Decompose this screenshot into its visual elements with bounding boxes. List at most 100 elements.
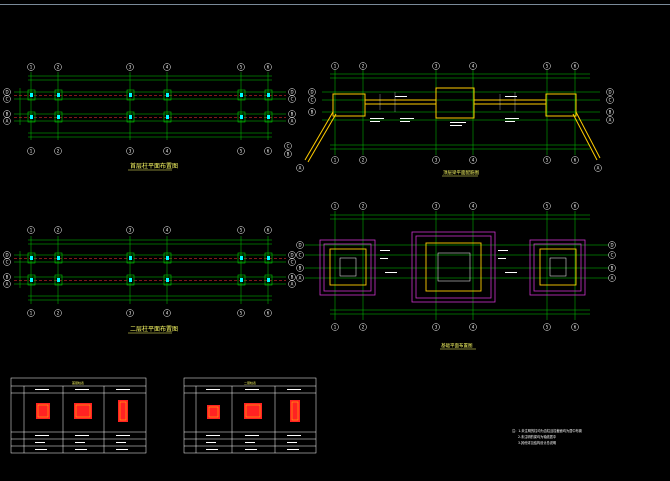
- axis-label: A: [291, 119, 294, 124]
- axis-label: 3: [435, 204, 438, 209]
- axis-label: B: [299, 266, 302, 271]
- top-border-line: [0, 4, 670, 5]
- axis-label: C: [6, 260, 9, 265]
- axis-label: D: [608, 90, 611, 95]
- axis-label: B: [291, 275, 294, 280]
- axis-label: C: [299, 253, 302, 258]
- axis-label: 1: [334, 64, 337, 69]
- axis-label: D: [298, 243, 301, 248]
- axis-label: B: [6, 112, 9, 117]
- plan-title: 顶层梁平面配筋图: [443, 169, 479, 176]
- axis-label: 6: [267, 149, 270, 154]
- plan-title: 二层柱平面布置图: [130, 325, 178, 333]
- axis-label: 4: [472, 158, 475, 163]
- column-table-1: 首层柱表: [10, 377, 147, 454]
- axis-label: 6: [574, 325, 577, 330]
- axis-label: 5: [546, 64, 549, 69]
- axis-label: 1: [334, 325, 337, 330]
- axis-label: 4: [472, 325, 475, 330]
- axis-label: D: [5, 90, 8, 95]
- axis-label: A: [609, 118, 612, 123]
- axis-label: C: [609, 98, 612, 103]
- table-title: 首层柱表: [72, 380, 84, 385]
- axis-label: 6: [267, 311, 270, 316]
- axis-label: 5: [546, 325, 549, 330]
- axis-label: 1: [30, 65, 33, 70]
- axis-label: 6: [574, 158, 577, 163]
- axis-label: 4: [472, 204, 475, 209]
- axis-label: 3: [435, 64, 438, 69]
- axis-label: 4: [166, 149, 169, 154]
- axis-label: D: [290, 90, 293, 95]
- axis-label: A: [291, 282, 294, 287]
- plan-title: 首层柱平面布置图: [130, 162, 178, 170]
- axis-label: B: [6, 275, 9, 280]
- axis-label: 5: [240, 65, 243, 70]
- axis-label: D: [5, 253, 8, 258]
- note-line: 3.其他详见结构设计总说明: [518, 440, 556, 445]
- axis-label: 1: [334, 158, 337, 163]
- general-notes: 注：1.未注明的柱均为边柱且柱截面均为居中布置 2.未注明的梁均为轴线居中 3.…: [512, 428, 582, 445]
- axis-label: 6: [574, 204, 577, 209]
- axis-label: B: [311, 110, 314, 115]
- column-plan-2: 1 2 3 4 5 6 1 2 3 4 5 6 D C B A D C B A …: [3, 226, 296, 334]
- axis-label: B: [611, 266, 614, 271]
- axis-label: 2: [57, 65, 60, 70]
- axis-label: 3: [435, 325, 438, 330]
- axis-label: 1: [30, 149, 33, 154]
- axis-label: 5: [240, 149, 243, 154]
- axis-label: 2: [57, 149, 60, 154]
- axis-label: 4: [166, 65, 169, 70]
- axis-label: C: [291, 97, 294, 102]
- roof-beam-plan: 1 2 3 4 5 6 1 2 3 4 5 6 D C B A D C B C …: [284, 62, 614, 177]
- note-line: 2.未注明的梁均为轴线居中: [518, 434, 556, 439]
- axis-label: 3: [129, 149, 132, 154]
- axis-label: 4: [166, 311, 169, 316]
- axis-label: D: [310, 90, 313, 95]
- axis-label: 3: [129, 228, 132, 233]
- axis-label: 5: [240, 228, 243, 233]
- axis-label: 5: [546, 158, 549, 163]
- axis-label: 5: [240, 311, 243, 316]
- axis-label: 1: [30, 311, 33, 316]
- axis-label: C: [6, 97, 9, 102]
- axis-label: D: [290, 253, 293, 258]
- axis-label: 3: [129, 311, 132, 316]
- axis-label: B: [609, 110, 612, 115]
- axis-label: 2: [362, 325, 365, 330]
- axis-label: A: [299, 166, 302, 171]
- axis-label: 6: [267, 228, 270, 233]
- axis-label: D: [610, 243, 613, 248]
- note-line: 注：1.未注明的柱均为边柱且柱截面均为居中布置: [512, 428, 582, 433]
- axis-label: A: [6, 282, 9, 287]
- axis-label: 2: [57, 228, 60, 233]
- axis-label: 1: [30, 228, 33, 233]
- column-plan-1: 1 2 3 4 5 6 1 2 3 4 5 6 D C B A D C B A …: [3, 63, 296, 171]
- axis-label: 2: [362, 158, 365, 163]
- axis-label: 4: [472, 64, 475, 69]
- axis-label: 3: [435, 158, 438, 163]
- axis-label: C: [311, 98, 314, 103]
- axis-label: B: [291, 112, 294, 117]
- axis-label: 5: [546, 204, 549, 209]
- axis-label: 6: [267, 65, 270, 70]
- axis-label: A: [6, 119, 9, 124]
- axis-label: A: [299, 276, 302, 281]
- axis-label: 2: [362, 64, 365, 69]
- axis-label: A: [597, 166, 600, 171]
- axis-label: C: [291, 260, 294, 265]
- column-table-2: 二层柱表: [183, 377, 317, 454]
- axis-label: B: [287, 152, 290, 157]
- foundation-plan: 1 2 3 4 5 6 1 2 3 4 5 6 D C B A D C B A …: [296, 202, 616, 350]
- axis-label: 4: [166, 228, 169, 233]
- table-title: 二层柱表: [244, 380, 256, 385]
- axis-label: 2: [362, 204, 365, 209]
- axis-label: 2: [57, 311, 60, 316]
- axis-label: 3: [129, 65, 132, 70]
- axis-label: C: [611, 253, 614, 258]
- axis-label: C: [287, 144, 290, 149]
- axis-label: 1: [334, 204, 337, 209]
- plan-title: 基础平面布置图: [441, 342, 473, 349]
- axis-label: A: [611, 276, 614, 281]
